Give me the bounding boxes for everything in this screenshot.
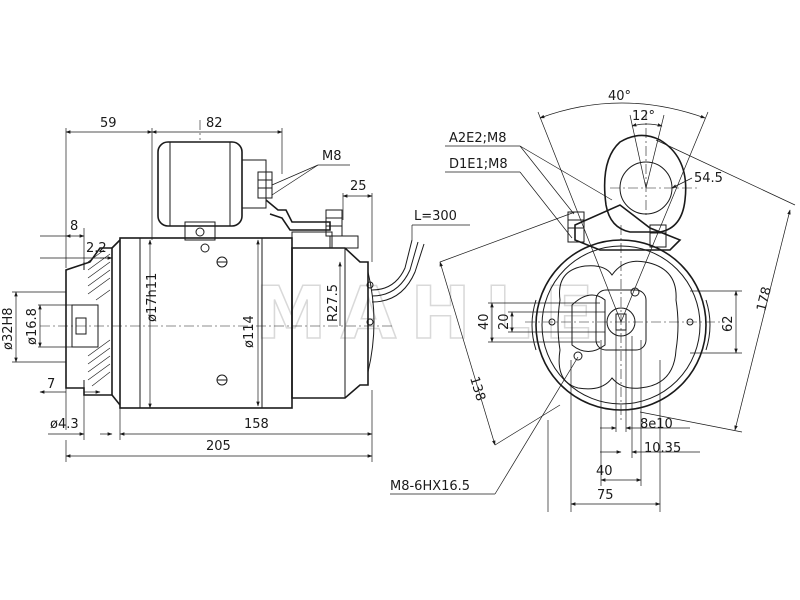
- dim-62: 62: [721, 315, 736, 332]
- dim-75: 75: [597, 488, 614, 503]
- solenoid: [157, 141, 359, 249]
- dim-total-length: 205: [206, 439, 231, 454]
- dim-8: 8: [70, 219, 78, 234]
- dim-radius: R27.5: [326, 284, 341, 322]
- label-cable-length: L=300: [414, 209, 457, 224]
- dim-bore-dia: ø16.8: [25, 308, 40, 345]
- dim-82: 82: [206, 116, 223, 131]
- dim-59: 59: [100, 116, 117, 131]
- label-thread: M8-6HX16.5: [390, 479, 470, 494]
- dim-angle-40: 40°: [608, 89, 631, 104]
- cable: [371, 239, 413, 291]
- side-view: 59 82 M8 25 L=300 8 2.2 ø17h11 ø114 R27.…: [1, 116, 470, 462]
- dim-7: 7: [47, 377, 55, 392]
- end-view: 40° 12° A2E2;M8 D1E1;M8 54.5 178 62 40: [390, 89, 796, 512]
- dim-25: 25: [350, 179, 367, 194]
- label-terminal-a2e2: A2E2;M8: [449, 131, 507, 146]
- dim-shaft-dia: ø17h11: [145, 273, 160, 322]
- dim-shaft-key: 8e10: [640, 417, 673, 432]
- flange: [65, 239, 121, 406]
- label-m8-top: M8: [322, 149, 342, 164]
- dim-body-dia: ø114: [242, 315, 257, 348]
- dim-2-2: 2.2: [86, 241, 107, 256]
- dim-10-35: 10.35: [644, 441, 681, 456]
- dim-hole-dia: ø4.3: [50, 417, 79, 432]
- dim-178: 178: [754, 285, 775, 313]
- dim-138: 138: [466, 375, 488, 403]
- motor-body: [119, 231, 375, 409]
- label-terminal-d1e1: D1E1;M8: [449, 157, 508, 172]
- flange-hatch: [87, 249, 111, 387]
- dim-40-vertical: 40: [477, 313, 492, 330]
- dim-54-5: 54.5: [694, 171, 723, 186]
- watermark: MAHLE: [255, 271, 608, 355]
- dim-pilot-dia: ø32H8: [1, 307, 16, 350]
- brush-plate: [557, 260, 679, 390]
- dim-20-vertical: 20: [497, 313, 512, 330]
- dim-body-length: 158: [244, 417, 269, 432]
- dim-40-horizontal: 40: [596, 464, 613, 479]
- dim-angle-12: 12°: [632, 109, 655, 124]
